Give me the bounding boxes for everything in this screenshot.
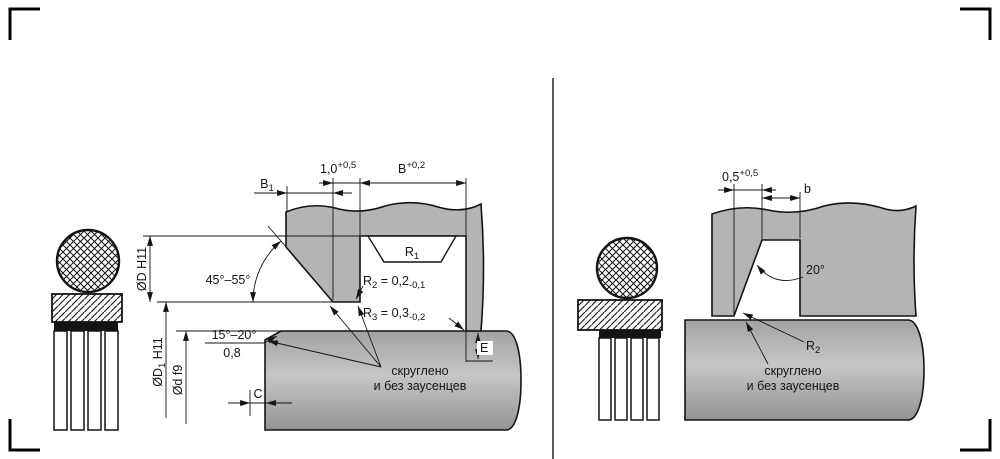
left-drawing: B1 1,0+0,5 B+0,2 R1 R2 = 0,2-0,1 R3 = 0,… <box>51 160 522 431</box>
dim-shaft-diameter-label: Ød f9 <box>171 365 185 396</box>
dim-chamfer-angle-label: 45°–55° <box>206 273 251 287</box>
dim-shaft-chamfer-size-label: 0,8 <box>223 346 240 360</box>
note-rounded-line2: и без заусенцев <box>374 379 467 393</box>
seal-heel-hatch <box>577 299 663 331</box>
note-rounded-line1: скруглено <box>391 364 448 378</box>
housing-section <box>711 202 917 317</box>
note-rounded-line1: скруглено <box>764 364 821 378</box>
corner-marks <box>8 7 992 452</box>
seal-lip <box>70 330 85 431</box>
seal-cross-section-left <box>51 228 123 431</box>
right-drawing: 0,5+0,5 b 20° R2 скруглено и без заусенц… <box>577 168 925 421</box>
seal-cross-section-right <box>577 236 663 421</box>
seal-lip <box>104 330 119 431</box>
label-backing <box>477 341 493 355</box>
crop-mark-bottom-right <box>960 419 992 452</box>
seal-lip <box>630 337 644 421</box>
note-rounded-line2: и без заусенцев <box>747 379 840 393</box>
dim-edge-break-label: 0,5+0,5 <box>722 168 758 184</box>
dim-e-label: E <box>480 341 488 355</box>
dim-r2-label: R2 <box>806 339 820 356</box>
dim-r2-label: R2 = 0,2-0,1 <box>363 274 425 291</box>
right-labels: 0,5+0,5 b 20° R2 скруглено и без заусенц… <box>722 168 840 393</box>
o-ring-crosshatch <box>55 228 121 294</box>
dim-b1-label: B1 <box>260 177 274 194</box>
seal-lip-base <box>599 330 661 338</box>
seal-lip <box>614 337 628 421</box>
dim-r3-label: R3 = 0,3-0,2 <box>363 306 425 323</box>
dim-r1-label: R1 <box>405 245 419 262</box>
crop-mark-top-left <box>8 7 40 40</box>
crop-mark-top-right <box>960 7 992 40</box>
seal-lip <box>646 337 660 421</box>
dim-groove-width-label: B+0,2 <box>398 160 425 176</box>
crop-mark-bottom-left <box>8 419 40 452</box>
seal-lip <box>87 330 102 431</box>
dim-bore-diameter-label: ØD1 H11 <box>151 337 168 387</box>
right-dimension-lines <box>718 184 805 365</box>
left-labels: B1 1,0+0,5 B+0,2 R1 R2 = 0,2-0,1 R3 = 0,… <box>135 160 488 401</box>
shaft-section <box>264 330 522 431</box>
dim-c-label: C <box>253 387 262 401</box>
dim-groove-width-label: b <box>804 182 811 196</box>
housing-section <box>285 201 485 332</box>
dim-groove-diameter-label: ØD H11 <box>135 247 149 291</box>
seal-lip <box>598 337 612 421</box>
seal-heel-hatch <box>51 293 123 323</box>
dim-shaft-chamfer-angle-label: 15°–20° <box>212 328 257 342</box>
o-ring-crosshatch <box>595 236 659 300</box>
shaft-section <box>684 319 925 421</box>
seal-lip <box>53 330 68 431</box>
left-dimension-lines <box>143 178 493 424</box>
groove-profile-trapezoid <box>366 235 458 263</box>
dim-chamfer-angle-label: 20° <box>806 263 825 277</box>
seal-lip-base <box>54 322 118 331</box>
dim-land-label: 1,0+0,5 <box>320 160 356 176</box>
